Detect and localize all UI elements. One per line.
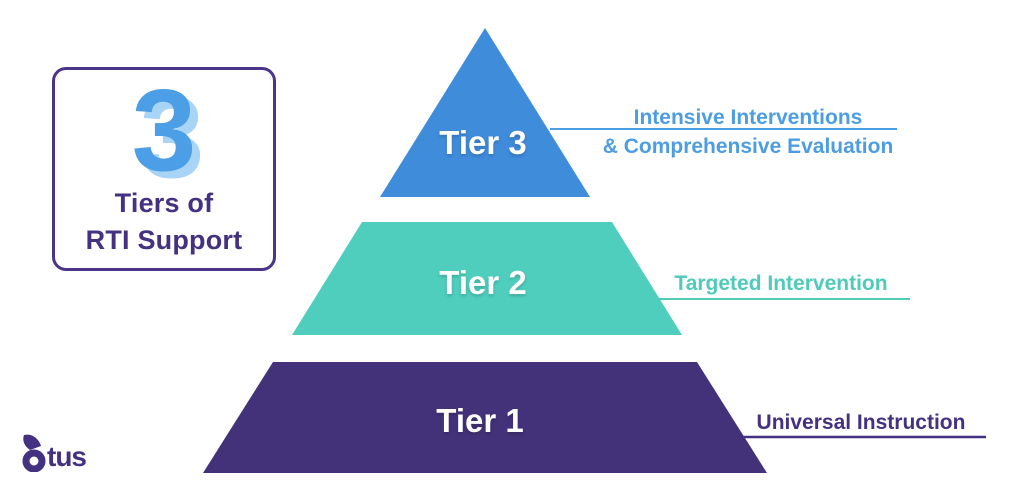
tier3-label: Tier 3 xyxy=(439,124,527,161)
tier1-label: Tier 1 xyxy=(436,402,524,439)
badge-title-line1: Tiers of xyxy=(114,188,214,219)
tier2-label: Tier 2 xyxy=(439,264,527,301)
tier2-description: Targeted Intervention xyxy=(631,269,931,298)
tier2-description-line1: Targeted Intervention xyxy=(674,272,888,295)
tier1-shape xyxy=(203,362,767,473)
tier1-description-line1: Universal Instruction xyxy=(756,411,966,434)
tiers-count-badge: 3 Tiers of RTI Support xyxy=(52,67,276,271)
otus-logo: tus xyxy=(20,434,87,472)
tier3-description-line1: Intensive Interventions xyxy=(633,106,863,129)
tier3-description: Intensive Interventions & Comprehensive … xyxy=(568,103,928,161)
otus-logo-wordmark: tus xyxy=(47,441,87,472)
badge-number: 3 xyxy=(131,64,197,195)
tier3-description-line2: & Comprehensive Evaluation xyxy=(602,135,894,158)
otus-logo-mark-icon xyxy=(22,434,46,472)
tier2-shape xyxy=(292,222,682,335)
badge-title-line2: RTI Support xyxy=(85,225,243,256)
tier3-shape xyxy=(380,28,590,197)
tier1-description: Universal Instruction xyxy=(711,408,1011,437)
